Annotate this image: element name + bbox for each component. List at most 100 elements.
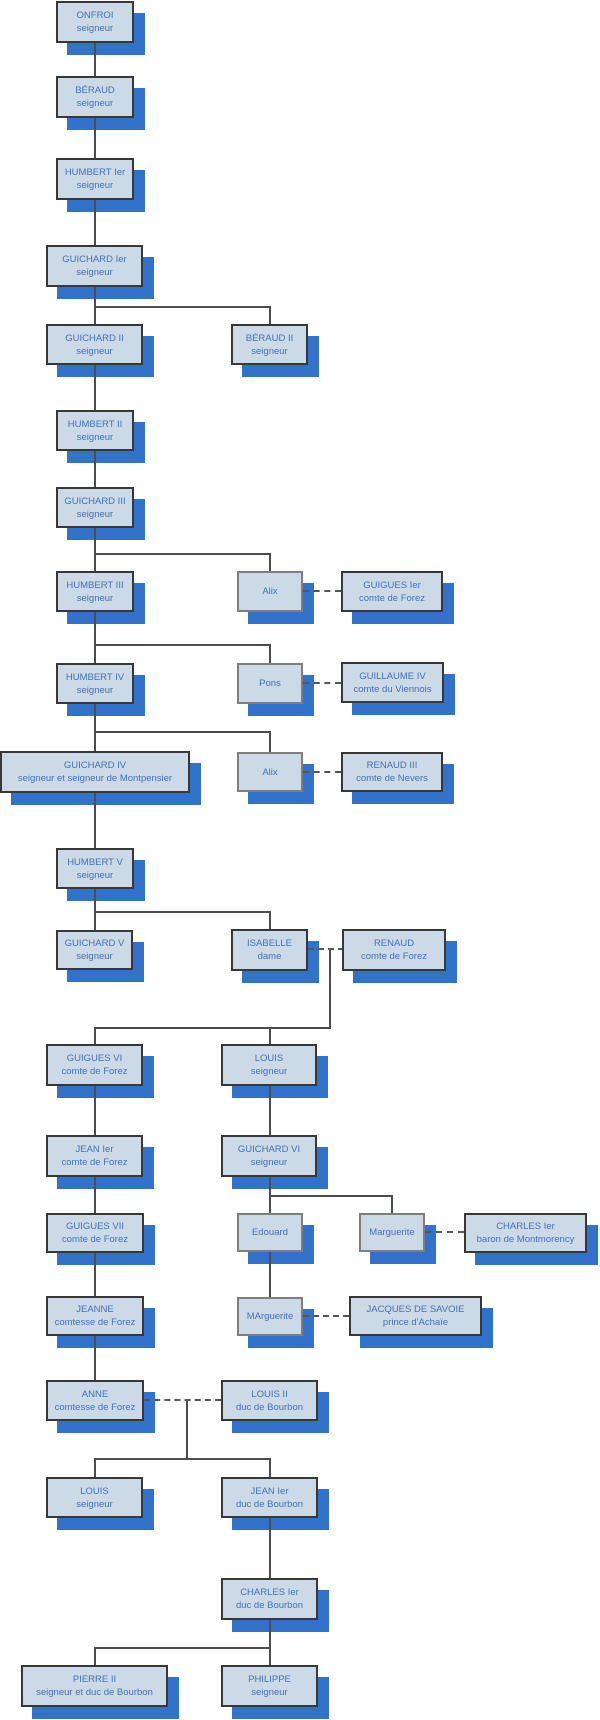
marriage-dashed-line <box>303 771 341 773</box>
person-title: seigneur et duc de Bourbon <box>36 1687 153 1698</box>
person-title: comte du Viennois <box>353 683 432 695</box>
person-box-renaud3[interactable]: RENAUD III comte de Nevers <box>341 752 443 792</box>
person-box-guichard2[interactable]: GUICHARD II seigneur <box>46 324 143 365</box>
person-title: seigneur <box>76 431 114 443</box>
person-box-jean1bourbon[interactable]: JEAN Ier duc de Bourbon <box>221 1477 318 1518</box>
person-title: duc de Bourbon <box>235 1600 304 1611</box>
person-title: seigneur <box>76 951 113 962</box>
marriage-dashed-line <box>425 1231 464 1233</box>
person-name: GUILLAUME IV <box>359 670 426 682</box>
person-box-alix2[interactable]: Alix <box>237 752 303 792</box>
person-name: GUICHARD V <box>64 938 125 949</box>
person-box-beraud2[interactable]: BÉRAUD II seigneur <box>231 324 308 365</box>
person-box-guichard1[interactable]: GUICHARD Ier seigneur <box>46 245 143 287</box>
person-name: ONFROI <box>76 10 114 21</box>
person-title: comte de Nevers <box>356 773 428 784</box>
person-box-guillaume4[interactable]: GUILLAUME IV comte du Viennois <box>341 662 444 703</box>
person-box-guigues1[interactable]: GUIGUES Ier comte de Forez <box>341 571 443 612</box>
person-title: seigneur <box>76 23 114 34</box>
person-name: HUMBERT IV <box>65 671 125 683</box>
person-box-pierre2[interactable]: PIERRE II seigneur et duc de Bourbon <box>21 1665 168 1707</box>
person-box-charles1bourbon[interactable]: CHARLES Ier duc de Bourbon <box>221 1578 318 1620</box>
person-title: seigneur <box>76 869 114 881</box>
person-box-guichard5[interactable]: GUICHARD V seigneur <box>56 930 133 970</box>
tree-connector <box>94 1647 96 1665</box>
person-name: JACQUES DE SAVOIE <box>366 1304 465 1315</box>
person-name: PIERRE II <box>72 1674 117 1685</box>
person-box-renaud[interactable]: RENAUD comte de Forez <box>342 929 446 971</box>
person-title: duc de Bourbon <box>235 1401 304 1413</box>
tree-connector <box>94 704 96 751</box>
person-name: BÉRAUD <box>75 85 115 96</box>
person-box-humbert2[interactable]: HUMBERT II seigneur <box>56 410 134 451</box>
person-box-pons[interactable]: Pons <box>237 663 303 704</box>
marriage-dashed-line <box>303 1315 349 1317</box>
person-name: Alix <box>262 586 278 597</box>
tree-connector <box>94 644 271 646</box>
tree-connector <box>94 612 96 663</box>
tree-connector <box>269 1195 393 1197</box>
person-title: seigneur <box>76 98 114 109</box>
person-title: seigneur <box>76 345 113 357</box>
person-box-anne[interactable]: ANNE comtesse de Forez <box>46 1380 144 1421</box>
tree-connector <box>94 1253 96 1296</box>
person-box-louis3[interactable]: LOUIS seigneur <box>46 1477 143 1518</box>
person-box-onfroi[interactable]: ONFROI seigneur <box>56 1 134 43</box>
person-box-humbert4[interactable]: HUMBERT IV seigneur <box>56 663 134 704</box>
tree-connector <box>94 200 96 245</box>
person-box-guigues7[interactable]: GUIGUES VII comte de Forez <box>46 1213 144 1253</box>
person-name: HUMBERT Ier <box>64 167 126 178</box>
person-name: RENAUD <box>373 938 415 949</box>
person-box-charles1mont[interactable]: CHARLES Ier baron de Montmorency <box>464 1213 587 1253</box>
tree-connector <box>269 911 271 929</box>
tree-connector <box>94 287 96 324</box>
marriage-dashed-line <box>303 682 341 684</box>
person-box-humbert3[interactable]: HUMBERT III seigneur <box>56 571 134 612</box>
person-box-louis2[interactable]: LOUIS II duc de Bourbon <box>221 1380 318 1421</box>
marriage-dashed-line <box>303 590 341 592</box>
person-box-guigues6[interactable]: GUIGUES VI comte de Forez <box>46 1044 143 1086</box>
person-title: duc de Bourbon <box>235 1498 304 1510</box>
person-box-louis1[interactable]: LOUIS seigneur <box>221 1044 317 1086</box>
person-box-alix1[interactable]: Alix <box>237 571 303 612</box>
person-name: CHARLES Ier <box>240 1587 299 1598</box>
person-box-humbert5[interactable]: HUMBERT V seigneur <box>56 848 134 889</box>
person-title: seigneur <box>76 267 113 278</box>
person-box-philippe[interactable]: PHILIPPE seigneur <box>221 1665 318 1707</box>
person-box-jacques[interactable]: JACQUES DE SAVOIE prince d'Achaïe <box>349 1296 482 1336</box>
person-box-humbert1[interactable]: HUMBERT Ier seigneur <box>56 158 134 200</box>
person-title: comtesse de Forez <box>54 1401 136 1413</box>
tree-connector <box>94 528 96 571</box>
tree-connector <box>186 1401 188 1458</box>
tree-connector <box>94 1647 271 1649</box>
tree-connector <box>94 889 96 930</box>
tree-connector <box>94 1458 271 1460</box>
tree-connector <box>94 118 96 158</box>
person-box-jean1forez[interactable]: JEAN Ier comte de Forez <box>46 1135 143 1177</box>
person-box-marguerite2[interactable]: MArguerite <box>237 1297 303 1336</box>
person-box-guichard6[interactable]: GUICHARD VI seigneur <box>221 1135 317 1177</box>
person-box-beraud[interactable]: BÉRAUD seigneur <box>56 76 134 118</box>
person-name: BÉRAUD II <box>245 332 294 344</box>
person-name: CHARLES Ier <box>496 1221 555 1232</box>
person-name: Pons <box>259 678 281 689</box>
person-name: JEAN Ier <box>75 1144 114 1155</box>
person-title: comte de Forez <box>62 1234 128 1245</box>
person-box-edouard[interactable]: Edouard <box>237 1213 303 1252</box>
person-name: GUICHARD Ier <box>62 254 127 265</box>
person-box-guichard3[interactable]: GUICHARD III seigneur <box>56 487 134 528</box>
person-title: seigneur <box>76 1498 113 1510</box>
tree-connector <box>94 731 271 733</box>
person-name: PHILIPPE <box>248 1674 291 1685</box>
person-box-isabelle[interactable]: ISABELLE dame <box>231 929 308 971</box>
tree-connector <box>269 1620 271 1666</box>
tree-connector <box>94 1027 331 1029</box>
tree-connector <box>94 43 96 76</box>
person-title: dame <box>257 951 282 962</box>
person-box-jeanne[interactable]: JEANNE comtesse de Forez <box>46 1296 144 1336</box>
person-box-guichard4[interactable]: GUICHARD IV seigneur et seigneur de Mont… <box>0 751 190 793</box>
person-box-marguerite1[interactable]: Marguerite <box>359 1213 425 1252</box>
person-name: Alix <box>262 766 278 778</box>
person-name: LOUIS <box>80 1485 109 1497</box>
person-name: HUMBERT II <box>67 418 123 430</box>
